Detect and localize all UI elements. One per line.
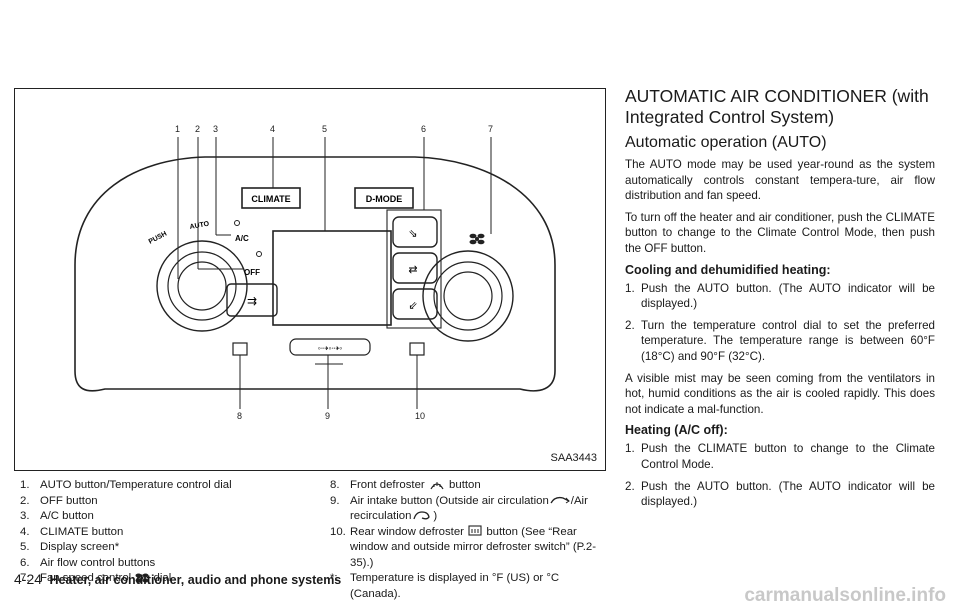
leader-lines xyxy=(177,137,492,409)
paragraph-3: A visible mist may be seen coming from t… xyxy=(625,371,935,416)
svg-text:3: 3 xyxy=(213,124,218,134)
heating-heading: Heating (A/C off): xyxy=(625,423,728,438)
control-panel-figure: CLIMATE D-MODE A/C OFF ⇉ ⇘ ⇄ ⇙ ◦⇢◦⇢◦ PUS… xyxy=(14,88,606,471)
heating-step-1: 1.Push the CLIMATE button to change to t… xyxy=(625,442,935,471)
recirculation-icon xyxy=(413,511,431,520)
legend-item-9: 9.Air intake button (Outside air circula… xyxy=(330,494,588,523)
svg-text:4: 4 xyxy=(270,124,275,134)
outside-air-icon xyxy=(550,497,570,504)
svg-text:1: 1 xyxy=(175,124,180,134)
climate-label: CLIMATE xyxy=(251,194,290,204)
dmode-button-shape xyxy=(354,187,414,209)
page-number: 4-24 xyxy=(14,571,43,587)
auto-label: AUTO xyxy=(189,221,210,231)
display-screen-shape xyxy=(272,230,392,326)
air-intake-glyph: ◦⇢◦⇢◦ xyxy=(318,343,343,353)
svg-text:⇙: ⇙ xyxy=(408,300,417,312)
airflow-left-button xyxy=(226,283,278,317)
legend-item-6: 6.Air flow control buttons xyxy=(20,556,156,569)
right-dial-outer xyxy=(422,250,514,342)
right-dial-knob xyxy=(443,271,493,321)
chapter-title: Heater, air conditioner, audio and phone… xyxy=(49,573,342,587)
legend-item-8: 8.Front defroster button xyxy=(330,479,481,491)
cooling-heading: Cooling and dehumidified heating: xyxy=(625,262,831,277)
fan-speed-icon xyxy=(469,233,485,245)
rear-defroster-icon xyxy=(468,525,482,537)
left-dial-ring xyxy=(167,251,237,321)
callout-numbers: 1 2 3 4 5 6 7 8 9 10 xyxy=(175,124,493,421)
cooling-step-2: 2.Turn the temperature control dial to s… xyxy=(625,318,935,363)
paragraph-2: To turn off the heater and air condition… xyxy=(625,210,935,255)
legend-right: 8.Front defroster button 9.Air intake bu… xyxy=(330,478,612,602)
watermark: carmanualsonline.info xyxy=(744,585,946,606)
control-panel-diagram: CLIMATE D-MODE A/C OFF ⇉ ⇘ ⇄ ⇙ ◦⇢◦⇢◦ PUS… xyxy=(74,124,556,421)
svg-text:8: 8 xyxy=(237,411,242,421)
airflow-left-glyph: ⇉ xyxy=(247,294,257,308)
svg-text:⇘: ⇘ xyxy=(408,228,417,240)
svg-text:2: 2 xyxy=(195,124,200,134)
legend-left: 1.AUTO button/Temperature control dial 2… xyxy=(20,478,320,587)
legend-item-4: 4.CLIMATE button xyxy=(20,525,124,538)
panel-outline xyxy=(74,156,556,392)
section-title: AUTOMATIC AIR CONDITIONER (with Integrat… xyxy=(625,86,929,127)
rear-defroster-shape xyxy=(409,342,425,356)
front-defroster-icon xyxy=(430,481,444,490)
svg-text:7: 7 xyxy=(488,124,493,134)
paragraph-1: The AUTO mode may be used year-round as … xyxy=(625,158,935,203)
legend-item-2: 2.OFF button xyxy=(20,494,98,507)
svg-text:10: 10 xyxy=(415,411,425,421)
fan-icon xyxy=(135,573,149,583)
heating-step-2: 2.Push the AUTO button. (The AUTO indica… xyxy=(625,479,935,509)
svg-text:9: 9 xyxy=(325,411,330,421)
legend-item-7: 7.Fan speed control dial xyxy=(20,572,172,584)
legend-note: *:Temperature is displayed in °F (US) or… xyxy=(330,572,560,600)
article: AUTOMATIC AIR CONDITIONER (with Integrat… xyxy=(625,86,935,516)
front-defroster-shape xyxy=(232,342,248,356)
climate-button-shape xyxy=(241,187,301,209)
right-dial-ring xyxy=(433,261,503,331)
air-intake-shape xyxy=(289,338,371,356)
ac-label: A/C xyxy=(235,234,249,243)
legend-item-3: 3.A/C button xyxy=(20,510,94,522)
dmode-label: D-MODE xyxy=(366,194,403,204)
svg-text:5: 5 xyxy=(322,124,327,134)
off-label: OFF xyxy=(244,268,260,277)
push-label: PUSH xyxy=(148,230,168,245)
left-dial-knob xyxy=(177,261,227,311)
legend-item-5: 5.Display screen* xyxy=(20,541,120,553)
svg-text:⇄: ⇄ xyxy=(408,264,417,276)
legend-item-10: 10.Rear window defroster button (See “Re… xyxy=(330,525,597,569)
section-subtitle: Automatic operation (AUTO) xyxy=(625,134,827,151)
left-dial-outer xyxy=(156,240,248,332)
figure-code: SAA3443 xyxy=(550,452,597,464)
svg-text:6: 6 xyxy=(421,124,426,134)
cooling-step-1: 1.Push the AUTO button. (The AUTO indica… xyxy=(625,281,935,311)
legend-item-1: 1.AUTO button/Temperature control dial xyxy=(20,479,232,491)
airflow-buttons-group xyxy=(386,209,442,329)
page-footer: 4-24 Heater, air conditioner, audio and … xyxy=(14,571,341,587)
